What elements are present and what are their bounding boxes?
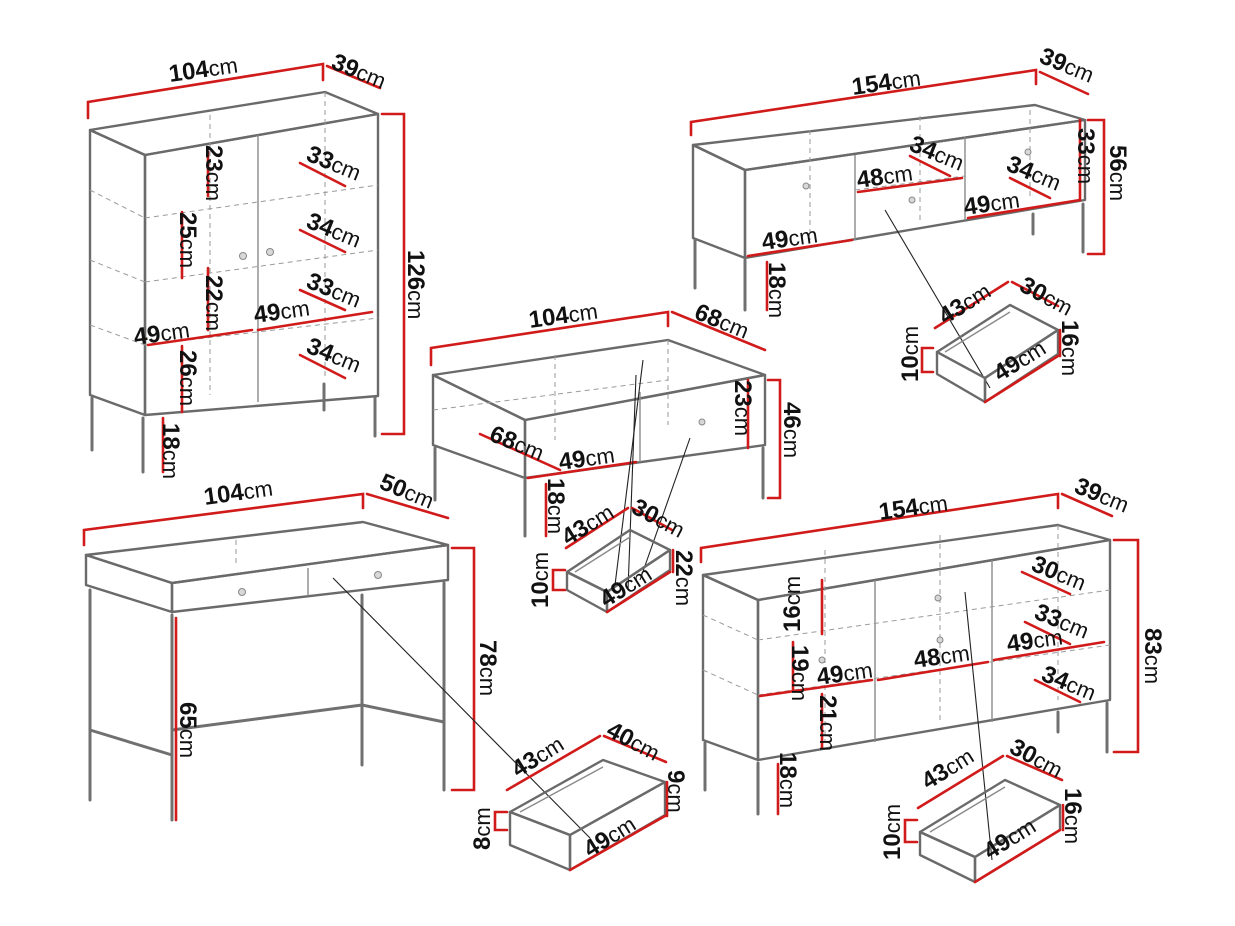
coffee-table-height-label: 46cm bbox=[778, 402, 805, 458]
sideboard-drawer-detail bbox=[903, 754, 1065, 884]
tv-shelf-width-middle: 48cm bbox=[855, 159, 914, 194]
tv-drawer-height: 16cm bbox=[1056, 320, 1083, 376]
sideboard-height-label: 83cm bbox=[1139, 628, 1166, 684]
desk-drawer-front: 49cm bbox=[579, 810, 641, 863]
coffee-table-drawing bbox=[429, 310, 782, 591]
coffee-table-shelf-depth: 68cm bbox=[486, 421, 548, 467]
coffee-table-drawer-depth: 30cm bbox=[627, 493, 689, 543]
sideboard-shelf-width-left: 49cm bbox=[815, 656, 874, 691]
coffee-table-drawer-detail bbox=[551, 506, 675, 614]
tv-stand-drawing bbox=[689, 68, 1106, 389]
coffee-table-leg-height: 18cm bbox=[542, 478, 569, 534]
tall-cabinet-drawing bbox=[86, 62, 406, 474]
sideboard-shelf-width-right: 49cm bbox=[1005, 623, 1064, 658]
cabinet-depth-label: 39cm bbox=[328, 49, 390, 95]
desk-knee-height-label: 65cm bbox=[174, 702, 201, 758]
desk-drawer-width: 43cm bbox=[507, 730, 569, 783]
cabinet-leg-height: 18cm bbox=[157, 423, 184, 479]
desk-drawer-depth: 40cm bbox=[602, 716, 664, 766]
coffee-table-drawer-offset: 10cm bbox=[527, 552, 554, 608]
desk-width-label: 104cm bbox=[202, 475, 274, 511]
sideboard-shelf-gap-2: 19cm bbox=[786, 645, 813, 701]
coffee-table-width-label: 104cm bbox=[527, 298, 599, 334]
coffee-table-shelf-width: 49cm bbox=[557, 441, 616, 476]
coffee-table-inner-height: 23cm bbox=[729, 380, 756, 436]
cabinet-shelf-width-right: 49cm bbox=[252, 294, 311, 329]
sideboard-width-label: 154cm bbox=[877, 490, 949, 526]
tv-inner-height-label: 33cm bbox=[1072, 128, 1099, 184]
sideboard-shelf-gap-1: 16cm bbox=[779, 576, 806, 632]
sideboard-shelf-gap-3: 21cm bbox=[814, 695, 841, 751]
cabinet-height-label: 126cm bbox=[402, 250, 429, 319]
tv-depth-label: 39cm bbox=[1036, 43, 1098, 89]
tv-drawer-width: 43cm bbox=[934, 277, 996, 330]
coffee-table-drawer-height: 22cm bbox=[670, 550, 697, 606]
cabinet-shelf-width-left: 49cm bbox=[132, 316, 191, 351]
tv-width-label: 154cm bbox=[850, 65, 922, 101]
cabinet-shelf-gap-4: 26cm bbox=[174, 350, 201, 406]
sideboard-drawer-width: 43cm bbox=[917, 742, 979, 795]
desk-drawer-offset: 8cm bbox=[469, 807, 496, 850]
tv-leg-height: 18cm bbox=[763, 262, 790, 318]
cabinet-shelf-gap-3: 22cm bbox=[200, 275, 227, 331]
cabinet-shelf-gap-1: 23cm bbox=[200, 145, 227, 201]
tv-drawer-depth: 30cm bbox=[1015, 271, 1077, 321]
desk-depth-label: 50cm bbox=[376, 469, 438, 515]
cabinet-shelf-gap-2: 25cm bbox=[174, 212, 201, 268]
tv-drawer-offset: 10cm bbox=[897, 326, 924, 382]
dimension-labels: 104cm 39cm 126cm 23cm 25cm 22cm 26cm 18c… bbox=[132, 43, 1166, 866]
coffee-table-drawer-front: 49cm bbox=[595, 560, 657, 613]
sideboard-drawer-offset: 10cm bbox=[879, 804, 906, 860]
tv-drawer-detail bbox=[920, 280, 1062, 404]
tv-height-label: 56cm bbox=[1104, 145, 1131, 201]
cabinet-width-label: 104cm bbox=[167, 52, 239, 88]
desk-drawer-detail bbox=[493, 734, 669, 872]
sideboard-shelf-depth-3: 34cm bbox=[1038, 661, 1100, 707]
desk-drawing bbox=[82, 492, 591, 839]
sideboard-drawer-height: 16cm bbox=[1059, 788, 1086, 844]
sideboard-drawing bbox=[699, 492, 1140, 861]
tv-shelf-width-right: 49cm bbox=[962, 186, 1021, 221]
tv-shelf-width-left: 49cm bbox=[760, 221, 819, 256]
sideboard-shelf-width-middle: 48cm bbox=[912, 639, 971, 674]
sideboard-leg-height: 18cm bbox=[774, 752, 801, 808]
cabinet-shelf-depth-3: 33cm bbox=[303, 268, 365, 314]
sideboard-drawer-depth: 30cm bbox=[1005, 733, 1067, 783]
desk-height-label: 78cm bbox=[474, 640, 501, 696]
desk-drawer-height: 9cm bbox=[662, 770, 689, 813]
